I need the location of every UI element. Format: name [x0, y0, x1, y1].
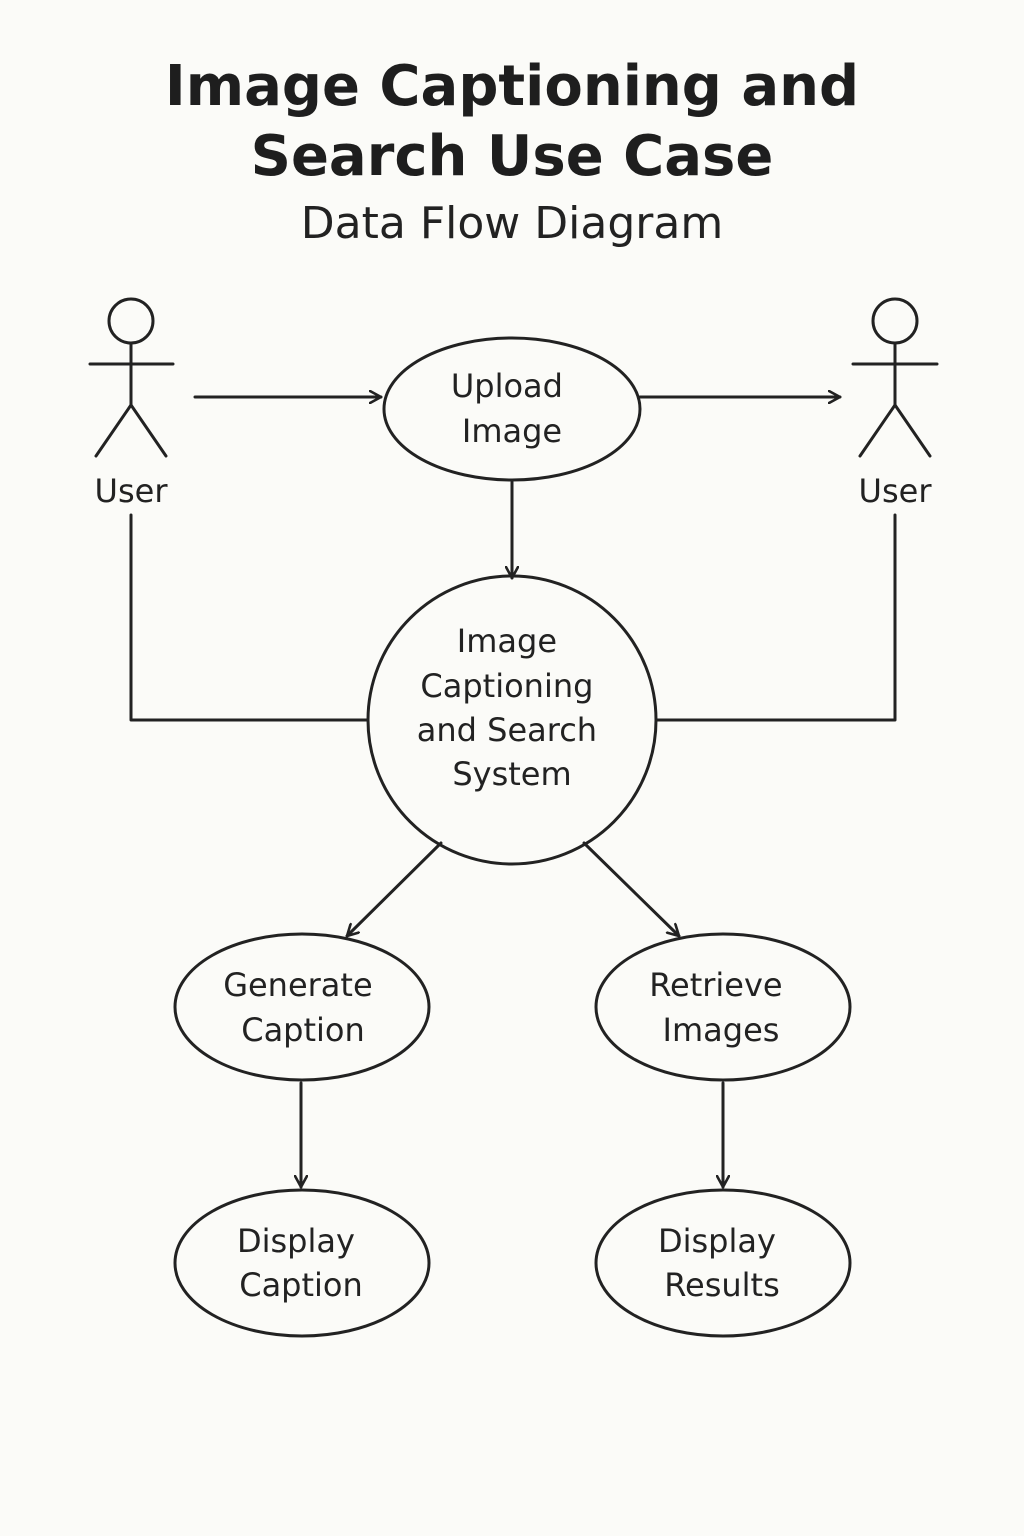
display-results-process [594, 1188, 852, 1338]
retrieve-images-process [594, 932, 852, 1082]
display-caption-process [173, 1188, 431, 1338]
diagram-header: Image Captioning and Search Use Case Dat… [0, 52, 1024, 254]
upload-image-process [382, 336, 642, 482]
flow-right-user-to-system [654, 513, 897, 722]
display-caption-label: Display Caption [237, 1222, 365, 1304]
system-label: Image Captioning and Search System [417, 622, 607, 793]
flow-system-to-retrieve-images [582, 841, 681, 938]
generate-caption-process [173, 932, 431, 1082]
user-label-left: User [95, 472, 169, 510]
page-title: Image Captioning and Search Use Case [164, 54, 860, 189]
flow-left-user-to-system [129, 513, 370, 722]
page-subtitle: Data Flow Diagram [300, 198, 724, 249]
user-actor-left [88, 297, 175, 458]
user-actor-right [851, 297, 939, 458]
generate-caption-label: Generate Caption [223, 966, 383, 1049]
retrieve-images-label: Retrieve Images [649, 966, 793, 1049]
user-label-right: User [859, 472, 933, 510]
display-results-label: Display Results [658, 1222, 786, 1304]
upload-image-label: Upload Image [451, 367, 573, 450]
flow-system-to-generate-caption [345, 841, 443, 938]
